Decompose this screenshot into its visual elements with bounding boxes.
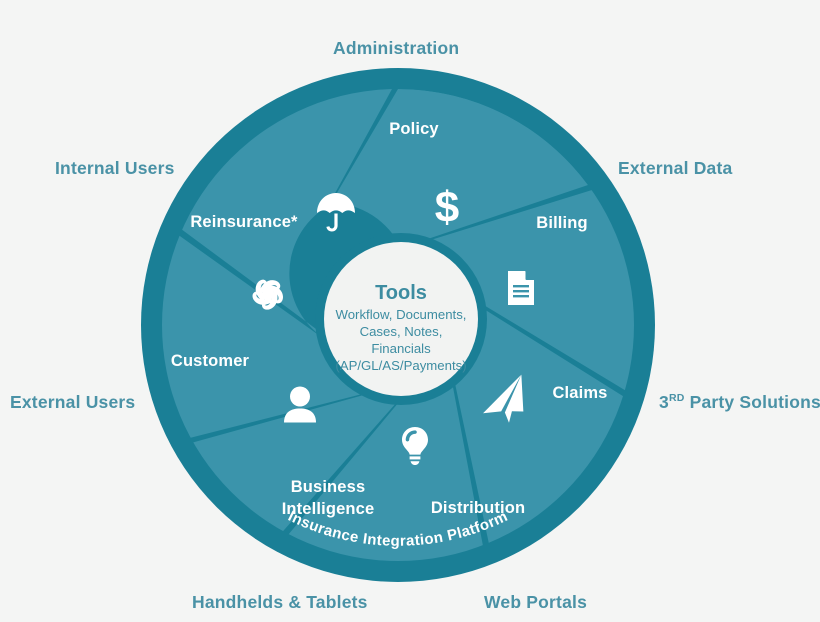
- outer-label-third-party-solutions: 3RD Party Solutions: [659, 392, 820, 413]
- document-icon: [508, 271, 535, 305]
- core-title: Tools: [375, 282, 427, 304]
- segment-label-business-intelligence-line1: Business: [291, 478, 366, 496]
- outer-label-external-users: External Users: [10, 392, 136, 412]
- core-line-3: Financials: [371, 341, 431, 356]
- umbrella-icon: [317, 193, 355, 232]
- segment-label-policy: Policy: [389, 120, 439, 138]
- third-party-ordinal-suffix: RD: [668, 392, 685, 405]
- segment-label-reinsurance: Reinsurance*: [190, 213, 298, 231]
- person-icon: [284, 386, 316, 423]
- outer-label-internal-users: Internal Users: [55, 158, 175, 178]
- segment-blade-policy[interactable]: [331, 89, 588, 248]
- segment-label-distribution: Distribution: [431, 499, 525, 517]
- core-disc: [324, 242, 478, 396]
- outer-label-external-data: External Data: [618, 158, 733, 178]
- outer-label-handhelds-tablets: Handhelds & Tablets: [192, 592, 368, 612]
- outer-label-web-portals: Web Portals: [484, 592, 588, 612]
- segment-blade-customer[interactable]: [144, 229, 374, 443]
- segment-label-customer: Customer: [171, 352, 250, 370]
- segment-label-claims: Claims: [552, 384, 607, 402]
- hurricane-icon: [252, 279, 283, 310]
- core-line-1: Workflow, Documents,: [336, 307, 467, 322]
- outer-label-administration: Administration: [333, 38, 460, 58]
- lightbulb-icon: [402, 427, 428, 465]
- dollar-icon: $: [435, 183, 459, 232]
- core-line-2: Cases, Notes,: [360, 324, 443, 339]
- segment-label-business-intelligence-line2: Intelligence: [282, 500, 375, 518]
- third-party-prefix: 3: [659, 392, 669, 412]
- third-party-main-text: Party Solutions: [689, 392, 820, 412]
- segment-label-billing: Billing: [536, 214, 587, 232]
- core-line-4: (AP/GL/AS/Payments): [335, 358, 466, 373]
